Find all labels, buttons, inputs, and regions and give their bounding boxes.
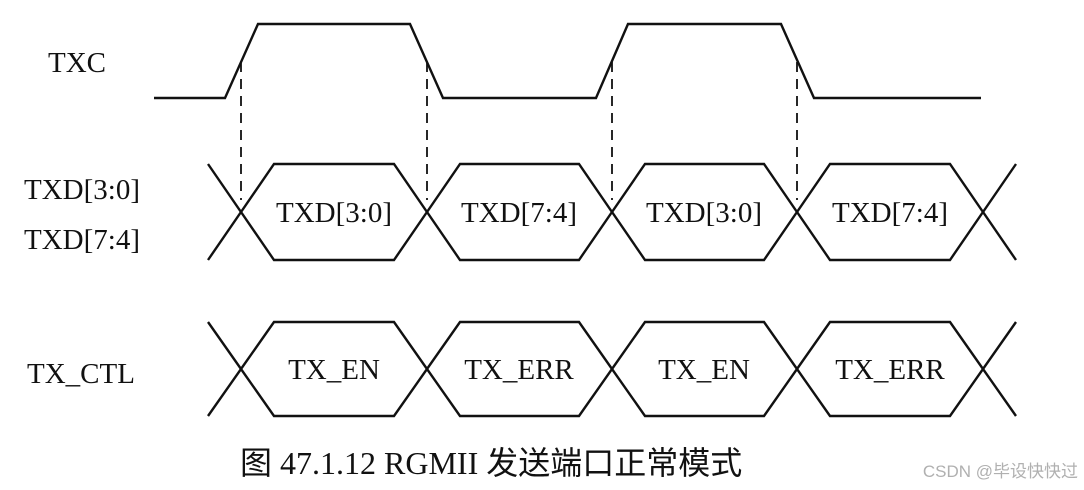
tx-ctl-label: TX_CTL bbox=[27, 358, 135, 390]
txd-bus-waveform bbox=[207, 162, 1017, 262]
txd-cell-3: TXD[3:0] bbox=[646, 197, 762, 229]
txd-cell-1: TXD[3:0] bbox=[276, 197, 392, 229]
txd-cell-2: TXD[7:4] bbox=[461, 197, 577, 229]
txd-label-line2: TXD[7:4] bbox=[24, 224, 140, 256]
txd-label-line1: TXD[3:0] bbox=[24, 174, 140, 206]
ctl-cell-3: TX_EN bbox=[658, 354, 750, 386]
txc-clock-waveform bbox=[154, 22, 981, 100]
ctl-cell-2: TX_ERR bbox=[464, 354, 574, 386]
ctl-cell-4: TX_ERR bbox=[835, 354, 945, 386]
ctl-cell-1: TX_EN bbox=[288, 354, 380, 386]
txc-label: TXC bbox=[48, 47, 106, 79]
figure-caption: 图 47.1.12 RGMII 发送端口正常模式 bbox=[240, 445, 742, 481]
watermark: CSDN @毕设快快过 bbox=[923, 462, 1078, 481]
txd-cell-4: TXD[7:4] bbox=[832, 197, 948, 229]
tx-ctl-waveform bbox=[207, 320, 1017, 418]
